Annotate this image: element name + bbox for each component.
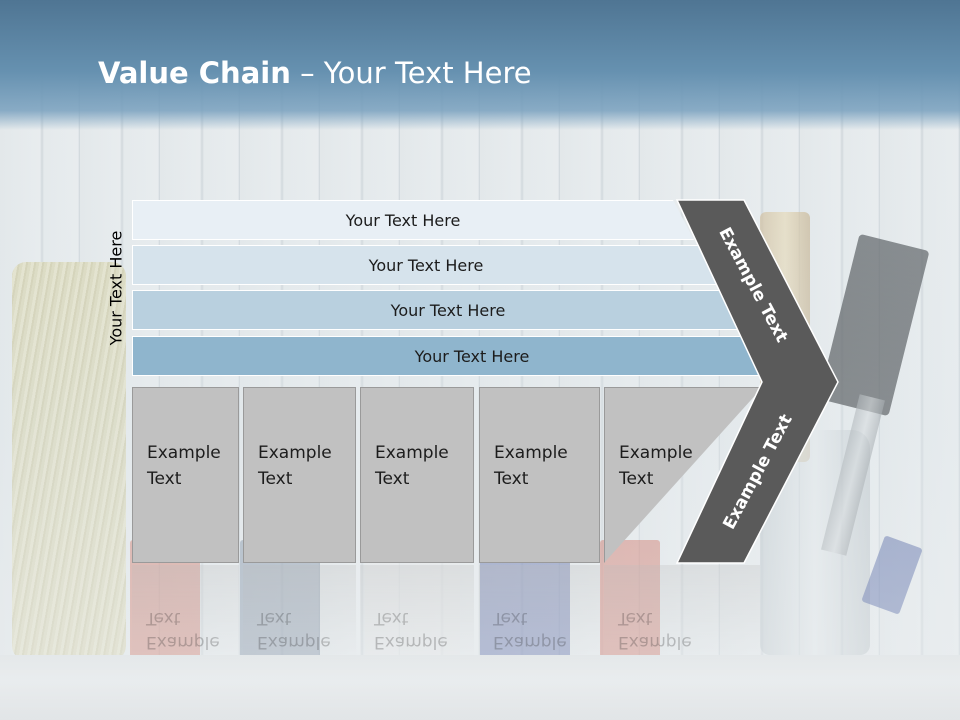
slide-title-rest: – Your Text Here [290,56,532,90]
slide-title-bold: Value Chain [98,56,291,90]
activity-column-5-line1: Example [619,443,693,463]
activity-column-4-line2: Text [494,469,529,489]
activity-column-3-line1: Example [375,443,449,463]
value-bar-3: Your Text Here [132,290,784,330]
value-bar-4: Your Text Here [132,336,832,376]
value-bar-4-label: Your Text Here [414,346,530,366]
header-band [0,0,960,130]
activity-column-1-line1: Example [147,443,221,463]
activity-column-4-line1: Example [494,443,568,463]
activity-column-1-line2: Text [147,469,182,489]
value-bar-2: Your Text Here [132,245,740,285]
value-bar-1-label: Your Text Here [345,210,461,230]
activity-column-3-line2: Text [375,469,410,489]
activity-column-2-line2: Text [258,469,293,489]
activity-column-5-line2: Text [619,469,654,489]
value-bar-2-label: Your Text Here [368,255,484,275]
activity-column-2-line1: Example [258,443,332,463]
value-bar-3-label: Your Text Here [390,300,506,320]
value-bar-1: Your Text Here [132,200,694,240]
slide-title: Value Chain – Your Text Here [98,56,532,90]
